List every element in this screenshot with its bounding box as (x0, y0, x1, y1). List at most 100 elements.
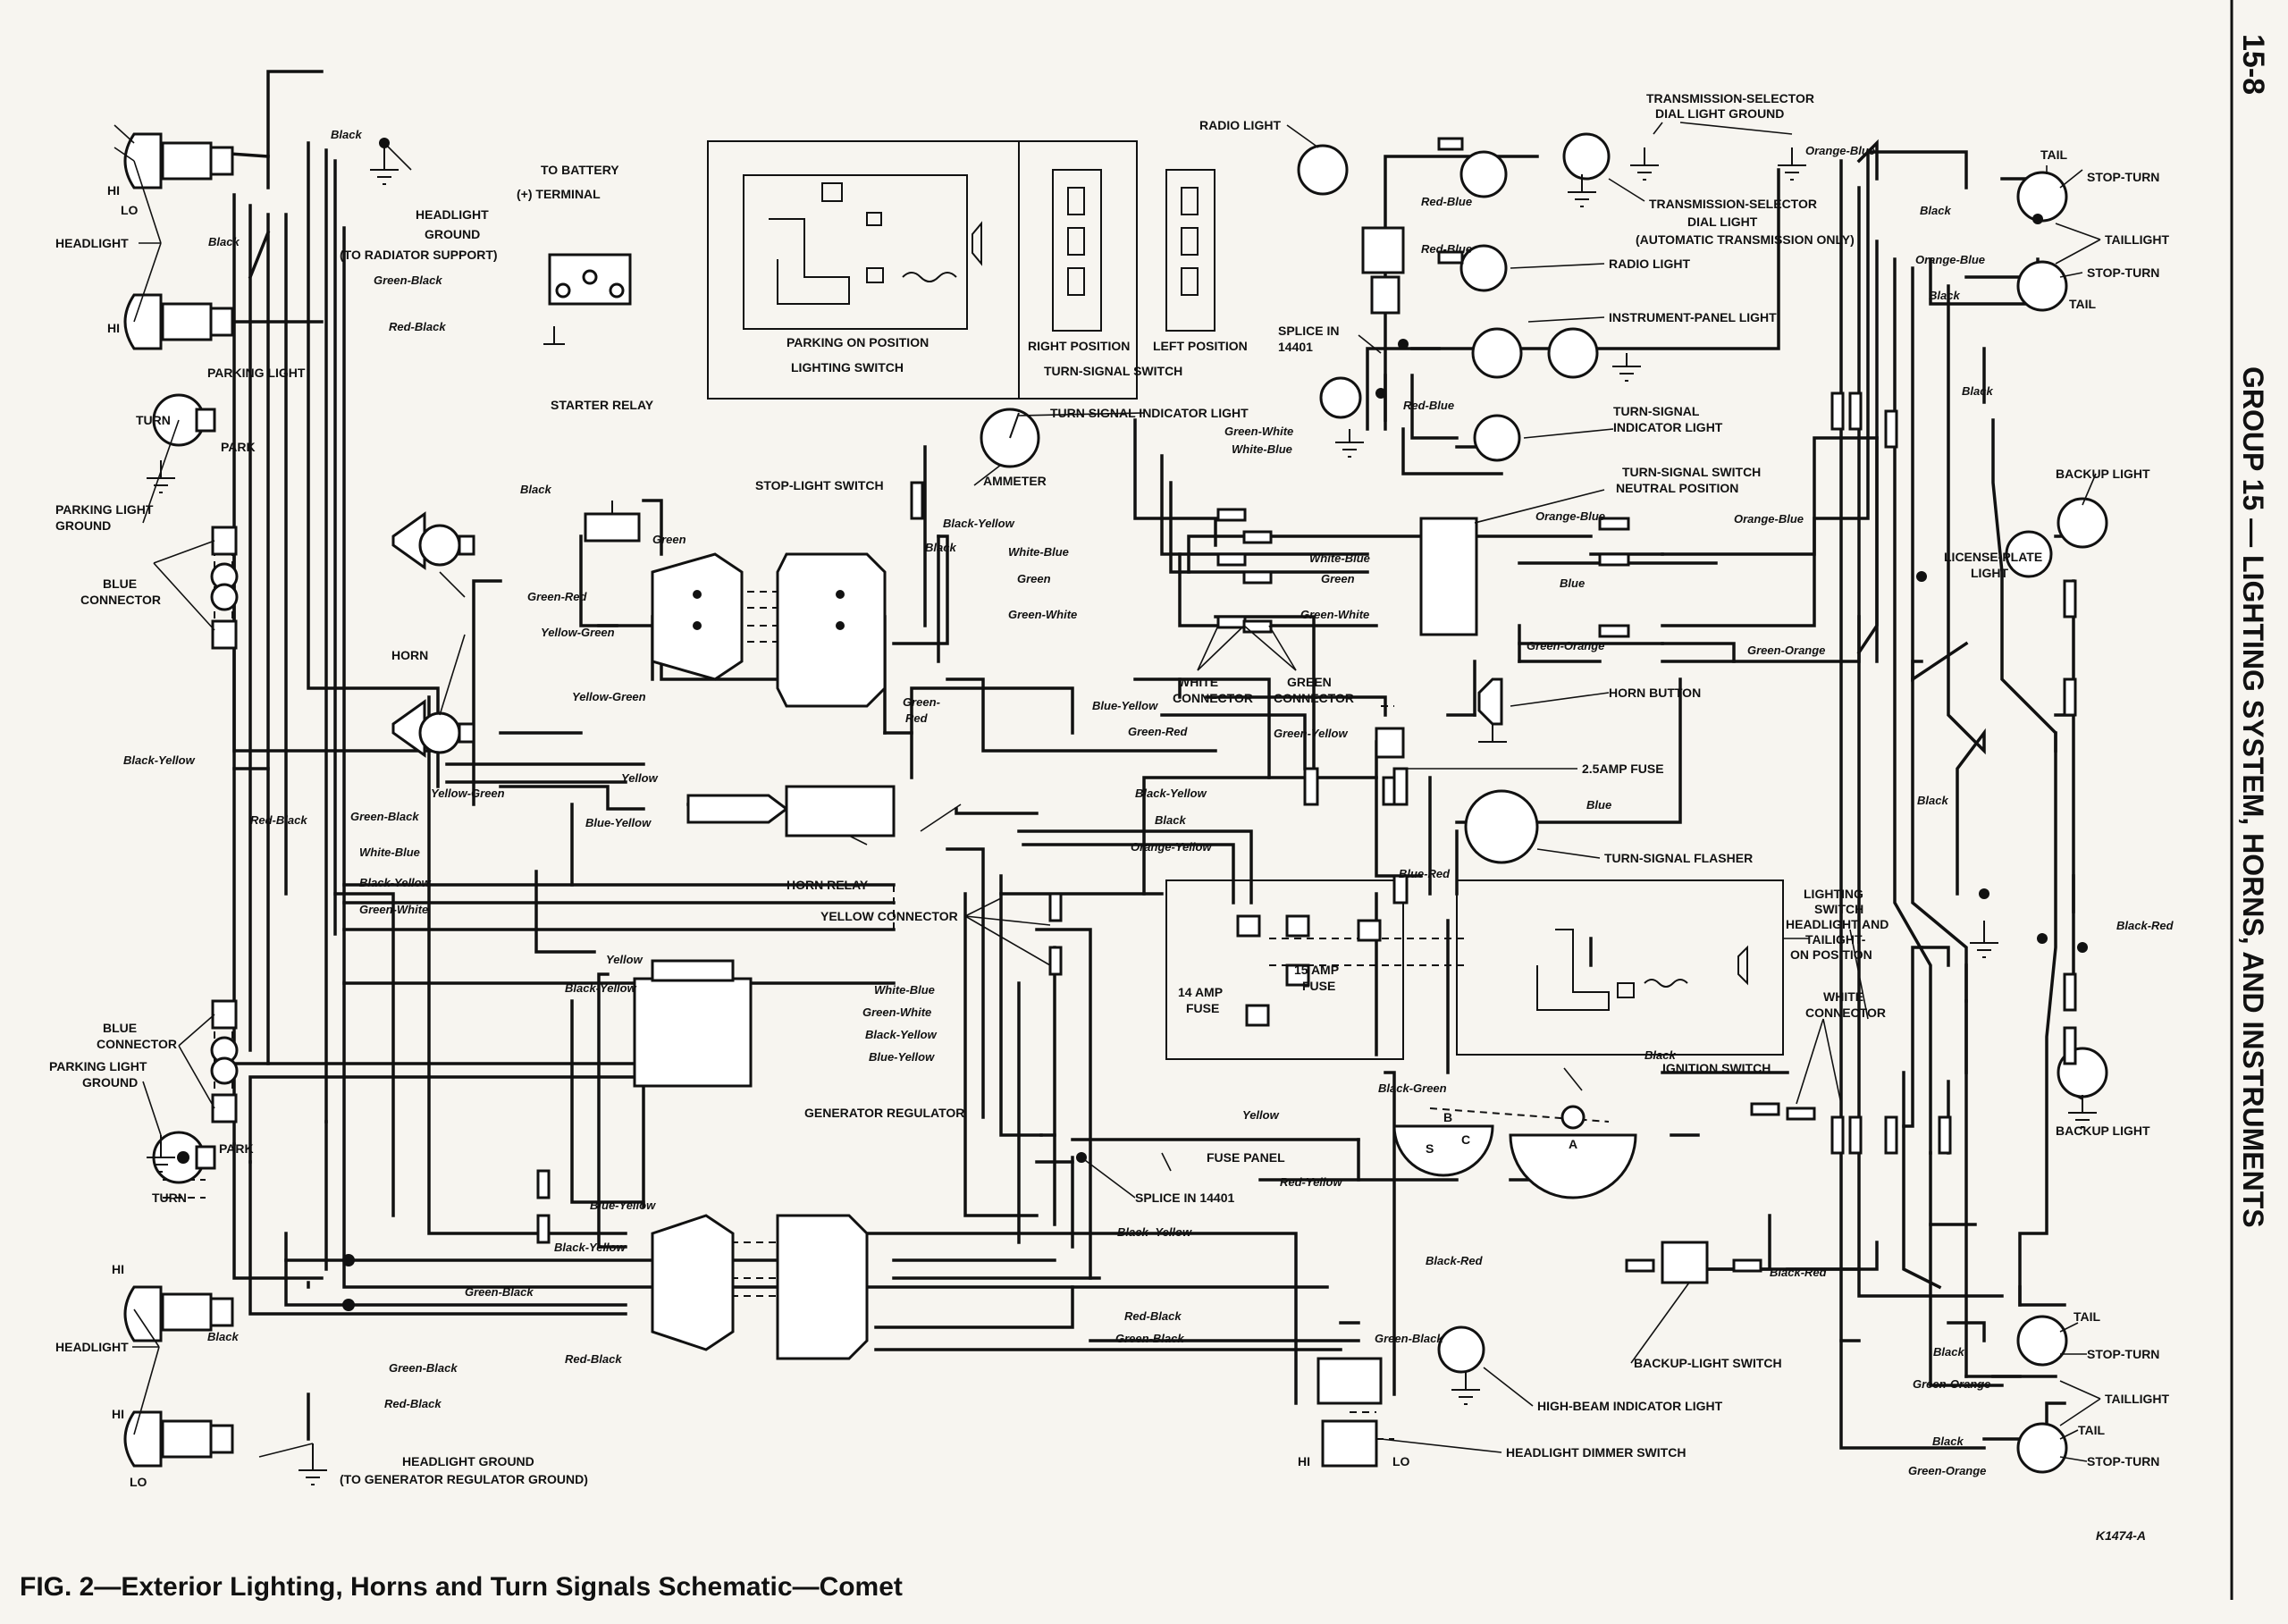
wire-green-black-4: Green-Black (389, 1361, 458, 1375)
label-headlight-1: HEADLIGHT (55, 236, 129, 250)
right-position-label: RIGHT POSITION (1028, 339, 1130, 353)
label-trans-ground-2: DIAL LIGHT GROUND (1655, 106, 1784, 121)
label-trans-light-2: DIAL LIGHT (1687, 215, 1758, 229)
wire-black-6: Black (1155, 813, 1186, 827)
label-tail-2: TAIL (2069, 297, 2097, 311)
label-hl-ground-bot: HEADLIGHT GROUND (402, 1454, 534, 1468)
wire-green-orange-3: Green-Orange (1913, 1377, 1990, 1391)
wire-yellow-green-1: Yellow-Green (541, 626, 615, 639)
label-tail-1: TAIL (2040, 147, 2068, 162)
radio-light-symbol (1459, 244, 1508, 292)
center-connector-b (776, 552, 887, 708)
wire-black-7: Black (1920, 204, 1951, 217)
wire-red-black-5: Red-Black (1124, 1309, 1182, 1323)
label-hi-1: HI (107, 183, 120, 198)
label-fuse-15: 15 AMP (1294, 963, 1339, 977)
stop-light-switch (584, 501, 641, 543)
wire-black-red-2: Black-Red (1426, 1254, 1484, 1267)
label-license-plate-2: LIGHT (1971, 566, 2008, 580)
horn-relay (686, 785, 896, 837)
headlight-dimmer-symbol (1316, 1357, 1383, 1468)
ignition-switch-symbol (1392, 1105, 1637, 1199)
wire-black-5: Black (925, 541, 956, 554)
wire-white-blue-5: White-Blue (1309, 551, 1370, 565)
main-harness (204, 70, 1329, 1441)
wire-black-yellow-3: Black-Yellow (565, 981, 637, 995)
label-blue-conn-bot-2: CONNECTOR (97, 1037, 177, 1051)
instrument-panel-light-symbol (1471, 327, 1599, 379)
turn-signal-flasher-symbol (1464, 789, 1539, 864)
label-taillight-2: TAILLIGHT (2105, 1392, 2170, 1406)
ts-left-position (1165, 169, 1216, 332)
label-turn-top: TURN (136, 413, 171, 427)
wire-green-white-4: Green-White (1224, 425, 1293, 438)
label-to-battery: TO BATTERY (541, 163, 619, 177)
label-tail-4: TAIL (2078, 1423, 2106, 1437)
label-stop-turn-4: STOP-TURN (2087, 1454, 2159, 1468)
headlight-hi-top (123, 132, 234, 189)
high-beam-indicator-symbol (1437, 1325, 1485, 1374)
label-turn-bot: TURN (152, 1191, 187, 1205)
label-dimmer-hi: HI (1298, 1454, 1310, 1468)
label-ls-on-4: TAILIGHT- (1805, 932, 1866, 947)
leader-lines (114, 122, 2101, 1462)
label-generator-regulator: GENERATOR REGULATOR (804, 1106, 964, 1120)
wire-green-3: Green (1321, 572, 1355, 585)
label-taillight-1: TAILLIGHT (2105, 232, 2170, 247)
wire-green-red-3: Red (905, 711, 929, 725)
wire-red-yellow: Red-Yellow (1280, 1175, 1342, 1189)
wire-black-12: Black (1933, 1345, 1964, 1359)
wire-yellow-1: Yellow (621, 771, 659, 785)
label-park-top: PARK (221, 440, 256, 454)
bottom-connector-b (776, 1214, 869, 1360)
label-ts-indicator: TURN-SIGNAL (1613, 404, 1700, 418)
wire-black-4: Black (207, 1330, 239, 1343)
left-position-label: LEFT POSITION (1153, 339, 1248, 353)
label-hl-ground-bot-2: (TO GENERATOR REGULATOR GROUND) (340, 1472, 588, 1486)
ts-right-position (1052, 169, 1102, 332)
label-ts-indicator-light: TURN SIGNAL INDICATOR LIGHT (1050, 406, 1249, 420)
tail-stop-turn-top (2016, 171, 2068, 312)
label-stop-turn-3: STOP-TURN (2087, 1347, 2159, 1361)
label-fuse-15-2: FUSE (1302, 979, 1335, 993)
headlight-hi-2 (123, 293, 234, 350)
label-blue-conn-top-2: CONNECTOR (80, 593, 161, 607)
horn-button-symbol (1477, 677, 1503, 726)
wire-orange-yellow: Orange-Yellow (1131, 840, 1212, 854)
label-trans-light-3: (AUTOMATIC TRANSMISSION ONLY) (1636, 232, 1855, 247)
label-splice-14401: SPLICE IN 14401 (1135, 1191, 1234, 1205)
label-trans-light: TRANSMISSION-SELECTOR (1649, 197, 1817, 211)
wire-green-white-3: Green-White (1008, 608, 1077, 621)
label-ts-neutral: TURN-SIGNAL SWITCH (1622, 465, 1761, 479)
wire-yellow-green-2: Yellow-Green (572, 690, 646, 703)
wire-black-8: Black (1929, 289, 1960, 302)
label-horn-button: HORN BUTTON (1609, 686, 1701, 700)
label-parking-light: PARKING LIGHT (207, 366, 306, 380)
wire-black-yellow-4: Black-Yellow (865, 1028, 938, 1041)
lighting-switch-inset (743, 174, 968, 330)
label-backup-light-switch: BACKUP-LIGHT SWITCH (1634, 1356, 1782, 1370)
wire-black-2: Black (208, 235, 240, 248)
wire-blue-1: Blue (1560, 576, 1585, 590)
label-ts-indicator-2: INDICATOR LIGHT (1613, 420, 1723, 434)
label-stop-light-switch: STOP-LIGHT SWITCH (755, 478, 884, 492)
wire-black-green: Black-Green (1378, 1081, 1447, 1095)
wire-yellow-green-3: Yellow-Green (431, 787, 505, 800)
label-ls-on: LIGHTING (1804, 887, 1863, 901)
wire-blue-yellow-3: Blue-Yellow (590, 1199, 656, 1212)
ts-indicator-symbol (1319, 376, 1521, 462)
wire-blue-yellow-1: Blue-Yellow (585, 816, 652, 829)
label-pl-ground-top: PARKING LIGHT (55, 502, 154, 517)
lighting-switch-on-detail (1536, 929, 1748, 1011)
wire-yellow-2: Yellow (606, 953, 644, 966)
backup-light-switch-symbol (1661, 1241, 1709, 1284)
parking-on-position-label: PARKING ON POSITION (786, 335, 929, 349)
wire-green-black-3: Green-Black (465, 1285, 534, 1299)
wire-green-white-2: Green-White (862, 1006, 931, 1019)
wire-white-blue-3: White-Blue (1008, 545, 1069, 559)
label-park-bot: PARK (219, 1141, 254, 1156)
label-switch-s: S (1426, 1141, 1434, 1156)
label-instrument-panel-light: INSTRUMENT-PANEL LIGHT (1609, 310, 1777, 324)
